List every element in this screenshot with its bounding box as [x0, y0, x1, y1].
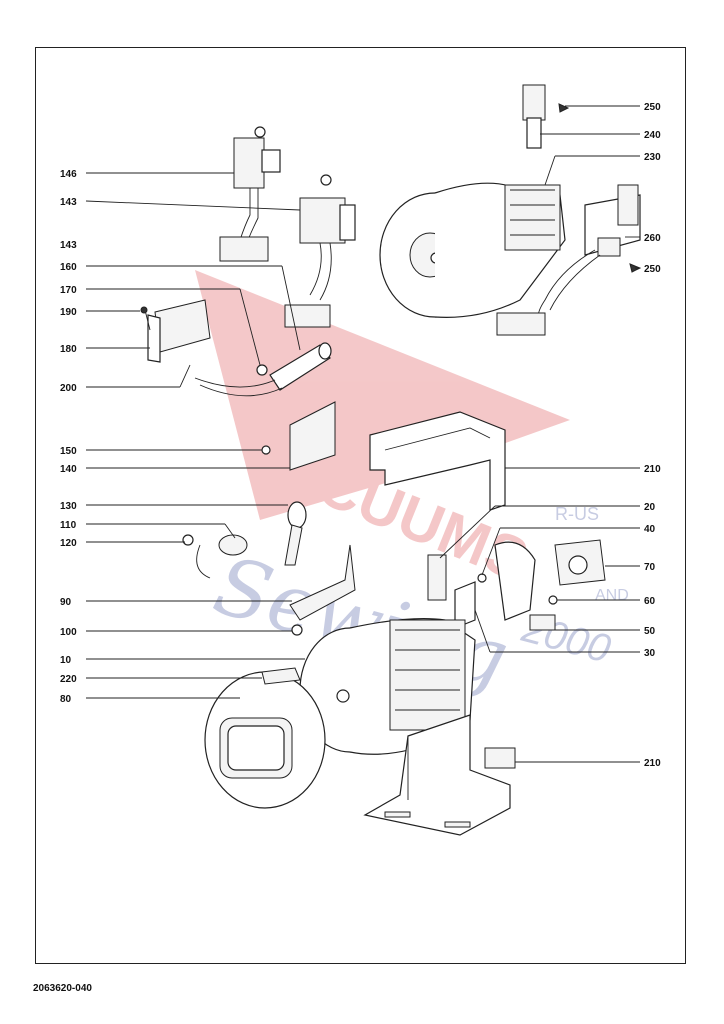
- callout-140: 140: [60, 464, 77, 475]
- callout-146: 146: [60, 169, 77, 180]
- callout-190: 190: [60, 307, 77, 318]
- switch-146: [219, 126, 281, 262]
- switch-143: [284, 174, 356, 328]
- clip-220: [261, 667, 301, 685]
- terminal-block-180: [140, 299, 211, 363]
- leader-lines-right: [439, 105, 640, 763]
- switch-plate-50: [494, 541, 556, 631]
- svg-text:AND: AND: [595, 587, 629, 604]
- fuse-130: [284, 501, 307, 566]
- capacitor-160: [194, 342, 332, 397]
- bracket-210-lower: [363, 714, 516, 836]
- thermostat-110: [182, 534, 248, 579]
- callout-240: 240: [644, 130, 661, 141]
- clip-100: [291, 624, 303, 636]
- callout-50: 50: [644, 626, 656, 637]
- callout-70: 70: [644, 562, 656, 573]
- callout-260: 260: [644, 233, 661, 244]
- bracket-140: [261, 401, 336, 471]
- screw-40: [477, 573, 487, 583]
- callout-220: 220: [60, 674, 77, 685]
- leader-lines-left: [85, 172, 305, 699]
- callout-40: 40: [644, 524, 656, 535]
- switch-assembly-20: [427, 554, 476, 629]
- screw-60: [548, 595, 558, 605]
- callout-100: 100: [60, 627, 77, 638]
- callout-210: 210: [644, 464, 661, 475]
- callout-160: 160: [60, 262, 77, 273]
- callout-210b: 210: [644, 758, 661, 769]
- brush-holder-240: [522, 84, 570, 149]
- document-number: 2063620-040: [33, 983, 92, 994]
- callout-230: 230: [644, 152, 661, 163]
- motor-230: [379, 182, 566, 318]
- motor-10: [299, 618, 476, 755]
- callout-110: 110: [60, 520, 77, 531]
- switch-70: [554, 539, 606, 586]
- callout-250: 250: [644, 102, 661, 113]
- callout-250b: 250: [644, 264, 661, 275]
- callout-120: 120: [60, 538, 77, 549]
- callout-60: 60: [644, 596, 656, 607]
- callout-30: 30: [644, 648, 656, 659]
- callout-143b: 143: [60, 240, 77, 251]
- svg-text:R-US: R-US: [555, 504, 599, 524]
- callout-labels-left: 146 143 143 160 170 190 180 200 150 140 …: [60, 169, 77, 705]
- callout-90: 90: [60, 597, 72, 608]
- callout-130: 130: [60, 501, 77, 512]
- callout-170: 170: [60, 285, 77, 296]
- diagram-frame: [35, 47, 686, 964]
- callout-labels-right: 250 240 230 260 250 210 20 40 70 60 50 3…: [644, 102, 661, 769]
- callout-10: 10: [60, 655, 72, 666]
- end-cap-80: [204, 671, 326, 809]
- bracket-90: [289, 544, 356, 621]
- callout-143: 143: [60, 197, 77, 208]
- callout-80: 80: [60, 694, 72, 705]
- callout-150: 150: [60, 446, 77, 457]
- callout-20: 20: [644, 502, 656, 513]
- bracket-210-upper: [369, 411, 506, 511]
- connector-board-260: [496, 184, 642, 336]
- callout-200: 200: [60, 383, 77, 394]
- callout-180: 180: [60, 344, 77, 355]
